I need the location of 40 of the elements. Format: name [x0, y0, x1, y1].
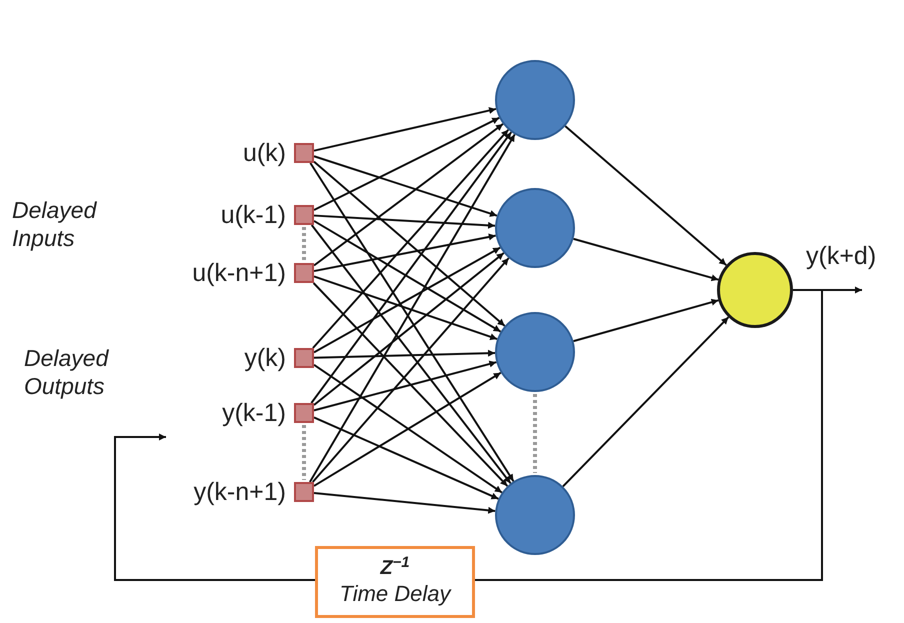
arrow	[314, 350, 496, 359]
group-label: Delayed Inputs	[12, 196, 98, 252]
group-label: Delayed Outputs	[24, 344, 110, 400]
input-node	[294, 348, 314, 368]
arrow	[564, 125, 727, 266]
input-node	[294, 403, 314, 423]
signal-label: y(k-1)	[222, 398, 286, 429]
arrow	[573, 238, 719, 282]
arrow	[314, 107, 496, 152]
box-label: Time Delay	[339, 580, 451, 608]
delay-box	[315, 546, 475, 618]
arrow	[314, 492, 496, 514]
arrow	[310, 132, 512, 404]
arrow	[573, 298, 719, 342]
arrow	[314, 116, 500, 211]
signal-label: y(k)	[244, 343, 286, 374]
arrow	[314, 220, 502, 332]
arrow	[314, 275, 498, 340]
arrow	[114, 434, 315, 581]
arrow	[314, 155, 498, 217]
input-node	[294, 482, 314, 502]
arrow	[313, 123, 504, 266]
signal-label: y(k-n+1)	[194, 477, 286, 508]
signal-label: u(k-1)	[220, 200, 286, 231]
arrow	[312, 129, 510, 349]
arrow	[562, 316, 730, 488]
arrow	[313, 160, 506, 327]
arrow	[314, 416, 499, 500]
arrow	[314, 234, 496, 272]
arrow	[314, 214, 496, 229]
input-node	[294, 205, 314, 225]
signal-label: u(k-n+1)	[192, 258, 286, 289]
arrow	[314, 360, 497, 412]
arrow	[314, 246, 501, 354]
operator-text: Z$^{−1}$	[380, 556, 410, 580]
input-node	[294, 143, 314, 163]
input-node	[294, 263, 314, 283]
arrow	[313, 252, 504, 406]
signal-label: u(k)	[242, 138, 286, 169]
hidden-neuron	[495, 60, 575, 140]
